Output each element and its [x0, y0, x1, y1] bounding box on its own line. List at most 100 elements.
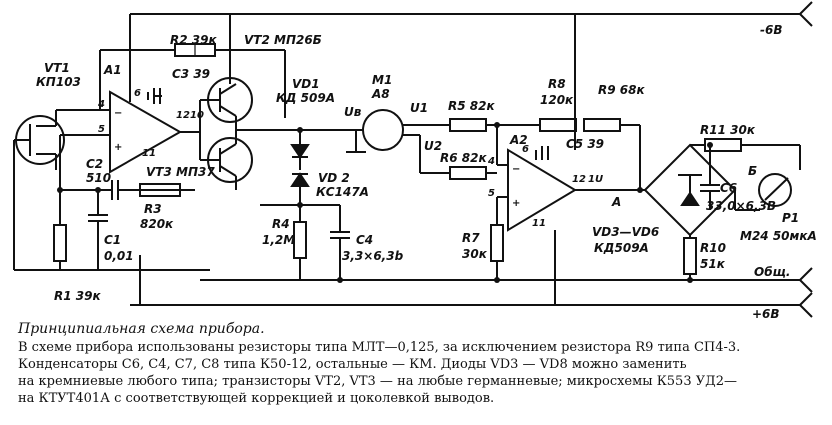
- c6-value-label: 33,0×6,3В: [706, 199, 776, 213]
- r5-label: R5 82к: [448, 99, 495, 113]
- r6-label: R6 82к: [440, 151, 487, 165]
- r8-resistor: [497, 118, 577, 132]
- vt2-label: VT2 МП26Б: [244, 33, 322, 47]
- r10-resistor: [683, 235, 697, 280]
- c3-label: C3 39: [172, 67, 210, 81]
- positive-rail-label: +6В: [752, 307, 780, 320]
- vd2-type-label: КС147А: [316, 185, 369, 199]
- r7-value-label: 30к: [462, 247, 488, 261]
- node-b-label: Б: [748, 164, 757, 178]
- c2-label: C2: [86, 157, 103, 171]
- p1-label: P1: [782, 211, 799, 225]
- r10-value-label: 51к: [700, 257, 726, 271]
- junction-dot: [707, 142, 713, 148]
- c2-capacitor: [60, 180, 195, 200]
- r8-value-label: 120к: [540, 93, 574, 107]
- c4-label: C4: [356, 233, 373, 247]
- r2-label: R2 39к: [170, 33, 217, 47]
- m1-type-label: A8: [371, 87, 390, 101]
- r7-resistor: [490, 224, 504, 280]
- caption-line-4: на КТУТ401А с соответствующей коррекцией…: [18, 391, 495, 406]
- vd1-diode: [290, 130, 310, 170]
- m1-label: M1: [372, 73, 392, 87]
- a2-pin-12: 12: [572, 174, 586, 185]
- c6-capacitor: [700, 145, 720, 210]
- figure-caption: Принципиальная схема прибора. В схеме пр…: [18, 321, 828, 407]
- vt1-transistor: [13, 109, 210, 271]
- vt1-type-label: КП103: [36, 75, 81, 89]
- a1-pin-5: 5: [98, 124, 105, 135]
- c5-capacitor: [535, 146, 549, 160]
- a2-minus: −: [512, 164, 520, 175]
- a1-pin-12: 12: [176, 110, 190, 121]
- a1-pin-6: 6: [134, 88, 141, 99]
- u1-label: U1: [410, 101, 428, 115]
- a1-label: A1: [103, 63, 122, 77]
- r3-resistor: [139, 183, 181, 197]
- common-rail-label: Общ.: [754, 265, 790, 279]
- a2-pin-11: 11: [532, 218, 546, 229]
- c4-capacitor: [330, 205, 350, 280]
- r4-value-label: 1,2М: [262, 233, 295, 247]
- a1-pin-10: 10: [190, 110, 204, 121]
- a2-label: A2: [509, 133, 528, 147]
- a1-pin-4: 4: [97, 99, 105, 110]
- c1-label: C1: [104, 233, 121, 247]
- r2-resistor: [99, 43, 286, 118]
- vt3-label: VT3 МП37: [146, 165, 215, 179]
- junction-dot: [57, 187, 63, 193]
- circuit-schematic: VT1 КП103 A1 R2 39к C3 39 VT2 МП26Б VD1 …: [13, 1, 817, 320]
- c1-capacitor: [88, 190, 108, 270]
- a2-opamp: [496, 125, 610, 232]
- r10-label: R10: [700, 241, 726, 255]
- u2-label: U2: [424, 139, 442, 153]
- junction-dot: [494, 277, 500, 283]
- a2-plus: +: [512, 198, 520, 209]
- a2-pin-1u: 1U: [588, 174, 603, 185]
- node-a-label: А: [611, 195, 621, 209]
- a1-minus: −: [114, 108, 122, 119]
- caption-line-3: на кремниевые любого типа; транзисторы V…: [18, 374, 737, 389]
- c2-value-label: 510: [86, 171, 111, 185]
- r11-label: R11 30к: [700, 123, 756, 137]
- r9-potentiometer: [583, 118, 641, 190]
- vt2-transistor: [200, 77, 253, 123]
- r1-label: R1 39к: [54, 289, 101, 303]
- vd3-type-label: КД509А: [594, 241, 649, 255]
- m1-sensor: [346, 109, 450, 174]
- junction-dot: [297, 202, 303, 208]
- r7-label: R7: [462, 231, 480, 245]
- r11-resistor: [690, 138, 801, 170]
- c3-capacitor: [147, 88, 162, 104]
- c4-value-label: 3,3×6,3b: [342, 249, 404, 263]
- r5-resistor: [449, 118, 497, 132]
- junction-dot: [95, 187, 101, 193]
- a2-pin-5: 5: [488, 188, 495, 199]
- a1-opamp: [60, 80, 200, 174]
- a2-pin-4: 4: [487, 156, 495, 167]
- negative-rail-label: -6В: [760, 23, 782, 37]
- vd2-zener: [290, 172, 310, 205]
- a2-pin-6: 6: [522, 144, 529, 155]
- caption-title: Принципиальная схема прибора.: [18, 321, 265, 337]
- a1-plus: +: [114, 142, 122, 153]
- junction-dot: [687, 277, 693, 283]
- r3-label: R3: [144, 202, 162, 216]
- r9-label: R9 68к: [598, 83, 645, 97]
- vd2-label: VD 2: [318, 171, 350, 185]
- c6-label: C6: [720, 181, 737, 195]
- vt1-label: VT1: [44, 61, 70, 75]
- positive-rail: [130, 230, 813, 318]
- c5-label: C5 39: [566, 137, 604, 151]
- r8-label: R8: [548, 77, 566, 91]
- junction-dot: [337, 277, 343, 283]
- common-rail: [200, 267, 813, 293]
- vd3-label: VD3—VD6: [592, 225, 659, 239]
- r3-value-label: 820к: [140, 217, 174, 231]
- caption-line-2: Конденсаторы C6, C4, C7, C8 типа К50-12,…: [18, 357, 687, 372]
- vd1-type-label: КД 509А: [276, 91, 335, 105]
- caption-line-1: В схеме прибора использованы резисторы т…: [18, 340, 741, 355]
- ub-label: Uв: [344, 105, 362, 119]
- p1-meter: [734, 173, 792, 211]
- vd1-label: VD1: [292, 77, 320, 91]
